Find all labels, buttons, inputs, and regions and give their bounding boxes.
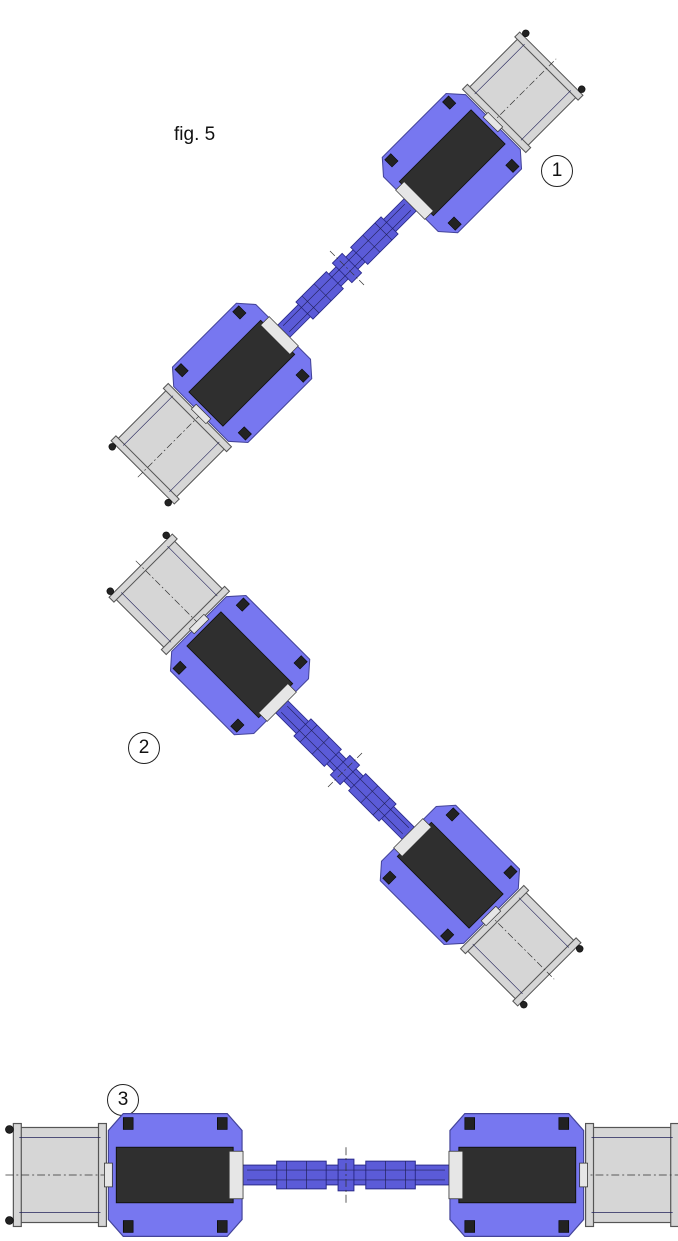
position-marker-2: 2	[128, 732, 160, 764]
figure-title: fig. 5	[174, 124, 216, 145]
position-marker-3: 3	[107, 1084, 139, 1116]
position-marker-1: 1	[541, 155, 573, 187]
view-3-assembly	[4, 1113, 678, 1237]
view-2-assembly	[97, 522, 593, 1018]
view-1-assembly	[99, 20, 595, 516]
